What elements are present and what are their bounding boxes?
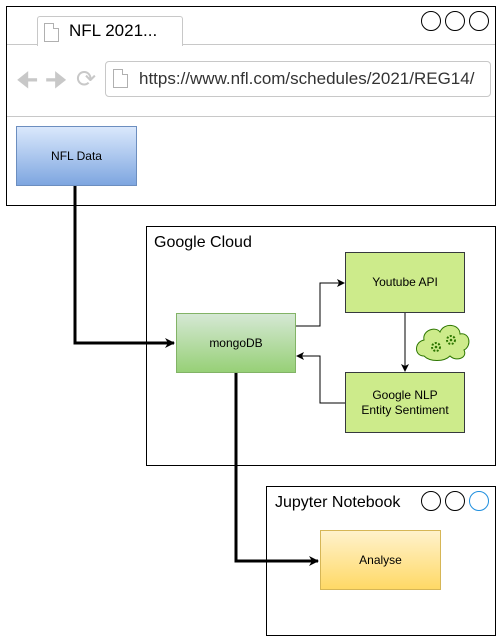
url-page-icon xyxy=(113,69,128,88)
mongodb-node: mongoDB xyxy=(176,313,296,373)
browser-window: NFL 2021... 🠈 🠊 ⟳ https://www.nfl.com/sc… xyxy=(6,6,496,206)
url-text: https://www.nfl.com/schedules/2021/REG14… xyxy=(139,69,475,88)
window-control-circle[interactable] xyxy=(445,11,465,31)
window-control-circle[interactable] xyxy=(469,491,489,511)
window-control-circle[interactable] xyxy=(469,11,489,31)
analyse-label: Analyse xyxy=(359,552,402,567)
google-nlp-label-line2: Entity Sentiment xyxy=(361,402,449,417)
navigation-bar xyxy=(7,45,495,117)
window-control-circle[interactable] xyxy=(421,491,441,511)
google-cloud-title: Google Cloud xyxy=(154,234,252,251)
nfl-data-label: NFL Data xyxy=(51,148,102,163)
analyse-node: Analyse xyxy=(320,530,441,590)
youtube-api-label: Youtube API xyxy=(372,275,438,289)
connector-mongodb-to-analyse xyxy=(234,373,319,566)
back-arrow-icon[interactable]: 🠈 xyxy=(16,67,39,94)
tab-strip xyxy=(7,7,495,45)
window-control-circle[interactable] xyxy=(421,11,441,31)
connector-nfl-to-mongodb xyxy=(73,186,175,348)
reload-icon[interactable]: ⟳ xyxy=(76,66,97,93)
google-nlp-label-line1: Google NLP xyxy=(372,387,438,402)
mongodb-label: mongoDB xyxy=(209,335,263,350)
browser-tab[interactable] xyxy=(37,16,183,46)
address-bar[interactable] xyxy=(105,61,491,97)
tab-title: NFL 2021... xyxy=(69,21,158,40)
connector-mongodb-to-youtube xyxy=(296,279,345,327)
cloud-gears-icon xyxy=(416,325,470,361)
jupyter-notebook-title: Jupyter Notebook xyxy=(275,494,401,511)
page-icon xyxy=(44,23,59,42)
youtube-api-node: Youtube API xyxy=(345,252,465,313)
google-nlp-node: Google NLP Entity Sentiment xyxy=(345,372,465,433)
window-control-circle[interactable] xyxy=(445,491,465,511)
connector-nlp-to-mongodb xyxy=(296,352,345,404)
nfl-data-node: NFL Data xyxy=(16,126,137,186)
forward-arrow-icon[interactable]: 🠊 xyxy=(45,67,68,94)
